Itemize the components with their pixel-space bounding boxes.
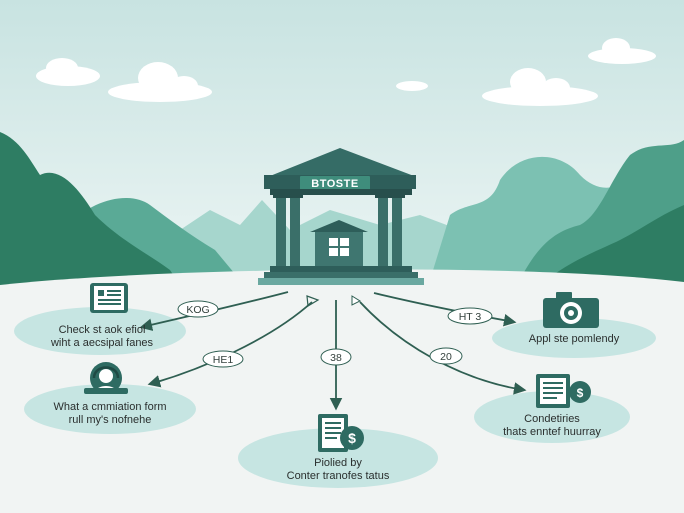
cloud-icon [108,62,212,102]
node-caption-form-line1: What a cmmiation form [53,401,166,413]
node-caption-cond-line2: thats enntef huurray [503,426,601,438]
mountain-dark-right [540,205,684,285]
dollar-icon: $ [348,430,356,446]
node-caption-check-line1: Check st aok efiol [59,324,146,336]
node-caption-check-line2: wiht a aecsipal fanes [50,337,154,349]
document-money-icon: $ [536,374,591,408]
arrow-to-apply [373,292,517,327]
arrow-to-check [139,291,289,331]
arrow-label-kog: KOG [177,300,219,318]
node-caption-cond-line1: Condetiries [524,413,580,425]
platform-cond [474,391,630,443]
arrow-label-20: 20 [429,347,463,365]
cloud-icon [482,68,598,106]
camera-icon [543,292,599,328]
node-caption-status-line2: Conter tranofes tatus [287,470,390,482]
svg-text:KOG: KOG [186,304,209,316]
svg-text:HE1: HE1 [213,354,234,366]
cloud-icon [588,38,656,64]
cloud-icon [396,81,428,91]
bank-building-icon: BTOSTE [258,148,424,285]
arrow-label-he1: HE1 [202,350,244,368]
dollar-icon: $ [577,386,584,400]
node-caption-status-line1: Piolied by [314,457,362,469]
node-caption-apply-line1: Appl ste pomlendy [529,333,620,345]
platform-apply [492,318,656,358]
origin-arrow-icon [306,295,320,308]
svg-text:20: 20 [440,351,452,363]
svg-text:38: 38 [330,352,342,364]
platform-status [238,428,438,488]
mountain-dark-left [0,132,180,285]
platform-form [24,384,196,434]
origin-arrow-icon [351,295,362,306]
arrow-label-ht3: HT 3 [447,307,493,325]
cloud-icon [36,58,100,86]
document-dollar-icon: $ [318,414,364,452]
arrow-label-38: 38 [320,348,352,366]
svg-text:HT 3: HT 3 [459,311,482,323]
node-caption-form-line2: rull my's nofnehe [69,414,152,426]
certificate-document-icon [90,283,128,313]
bank-sign: BTOSTE [311,178,358,190]
person-headset-icon [84,362,128,394]
